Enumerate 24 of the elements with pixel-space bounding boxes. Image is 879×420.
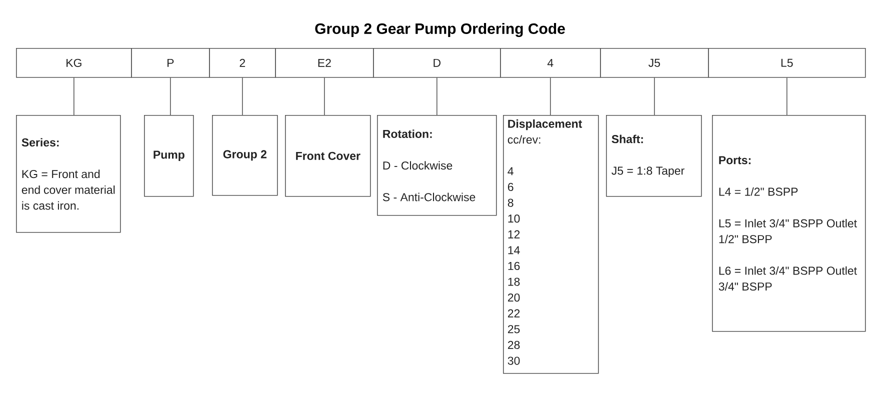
description-box: Rotation: D - Clockwise S - Anti-Clockwise	[377, 115, 497, 216]
description-box: Shaft: J5 = 1:8 Taper	[606, 115, 702, 197]
description-box: Series: KG = Front and end cover material is cast iron.	[16, 115, 121, 233]
code-cell: 4	[500, 48, 601, 78]
code-cell: 2	[209, 48, 276, 78]
code-cell: P	[131, 48, 210, 78]
code-cell: D	[373, 48, 501, 78]
connector-line	[436, 77, 438, 116]
connector-line	[550, 77, 551, 116]
connector-line	[786, 77, 788, 116]
title: Group 2 Gear Pump Ordering Code	[315, 22, 565, 38]
code-cell: KG	[16, 48, 132, 78]
description-box: Front Cover	[285, 115, 371, 197]
description-box: Displacement cc/rev: 4 6 8 10 12 14 16 18 20 22 25 28 30	[503, 115, 599, 374]
connector-line	[654, 77, 655, 116]
connector-line	[242, 77, 243, 116]
connector-line	[170, 77, 171, 116]
description-box: Pump	[144, 115, 194, 197]
code-cell: L5	[708, 48, 866, 78]
code-cell: J5	[600, 48, 709, 78]
description-box: Group 2	[212, 115, 278, 196]
description-box: Ports: L4 = 1/2" BSPP L5 = Inlet 3/4" BSPP Outlet 1/2" BSPP L6 = Inlet 3/4" BSPP Outlet 3/4" BSPP	[712, 115, 866, 332]
code-cell: E2	[275, 48, 374, 78]
connector-line	[324, 77, 325, 116]
